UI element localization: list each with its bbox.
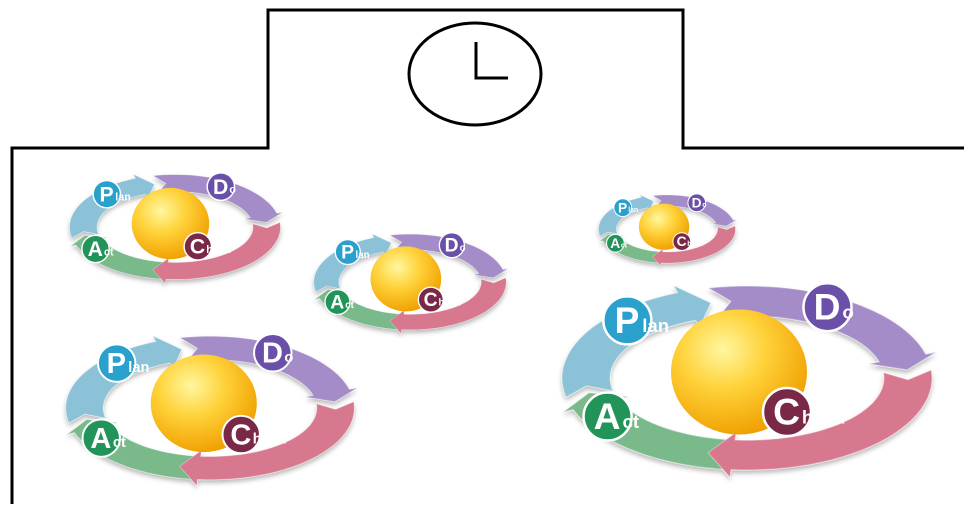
act-letter: A	[88, 238, 103, 261]
badge-circle	[81, 234, 110, 264]
plan-rest-text: lan	[115, 192, 130, 204]
clock-icon	[407, 21, 543, 127]
check-rest-text: heck	[439, 298, 462, 309]
act-letter: A	[330, 293, 344, 314]
act-rest-text: ct	[104, 247, 114, 259]
check-letter: C	[424, 290, 438, 311]
badge-circle	[92, 179, 122, 209]
badge-circle	[183, 231, 213, 261]
do-letter: D	[814, 286, 841, 328]
badge-circle	[606, 233, 625, 253]
badge-circle	[324, 288, 351, 316]
do-letter: D	[445, 236, 459, 257]
check-letter: C	[230, 419, 251, 451]
building-outline	[10, 8, 964, 504]
act-rest-text: ct	[113, 435, 126, 451]
badge-circle	[687, 193, 707, 213]
check-rest-text: heck	[687, 241, 703, 248]
badge-circle	[602, 295, 653, 346]
check-rest-text: heck	[206, 244, 230, 256]
plan-letter: P	[614, 299, 639, 341]
plan-rest-text: lan	[628, 207, 638, 214]
do-rest-text: o	[702, 202, 706, 209]
badge-circle	[613, 198, 633, 218]
badge-circle	[206, 172, 236, 202]
badge-circle	[417, 286, 444, 313]
badge-circle	[221, 414, 261, 455]
check-letter: C	[190, 235, 205, 258]
plan-letter: P	[107, 348, 126, 380]
check-letter: C	[773, 390, 800, 432]
badge-circle	[582, 391, 633, 442]
plan-rest-text: lan	[642, 315, 669, 336]
act-letter: A	[610, 236, 620, 251]
do-rest-text: o	[842, 302, 853, 323]
do-rest-text: o	[460, 243, 466, 254]
do-letter: D	[262, 338, 283, 370]
badge-circle	[81, 418, 121, 458]
act-rest-text: ct	[621, 243, 628, 250]
plan-rest-text: lan	[128, 360, 149, 376]
badge-circle	[672, 232, 692, 251]
check-rest-text: heck	[802, 407, 845, 428]
check-rest-text: heck	[253, 432, 287, 448]
badge-circle	[438, 232, 465, 259]
badge-circle	[334, 238, 361, 266]
act-letter: A	[90, 423, 111, 455]
badge-circle	[761, 386, 813, 438]
do-letter: D	[692, 195, 702, 210]
act-letter: A	[594, 395, 621, 437]
plan-rest-text: lan	[356, 250, 370, 261]
do-letter: D	[213, 176, 228, 199]
do-rest-text: o	[284, 350, 293, 366]
act-rest-text: ct	[345, 300, 354, 311]
plan-letter: P	[341, 243, 354, 264]
plan-letter: P	[618, 200, 627, 215]
do-rest-text: o	[229, 184, 236, 196]
plan-letter: P	[99, 183, 113, 206]
badge-circle	[802, 281, 853, 333]
act-rest-text: ct	[622, 411, 639, 432]
badge-circle	[96, 343, 137, 383]
badge-circle	[253, 333, 293, 373]
check-letter: C	[677, 234, 687, 249]
